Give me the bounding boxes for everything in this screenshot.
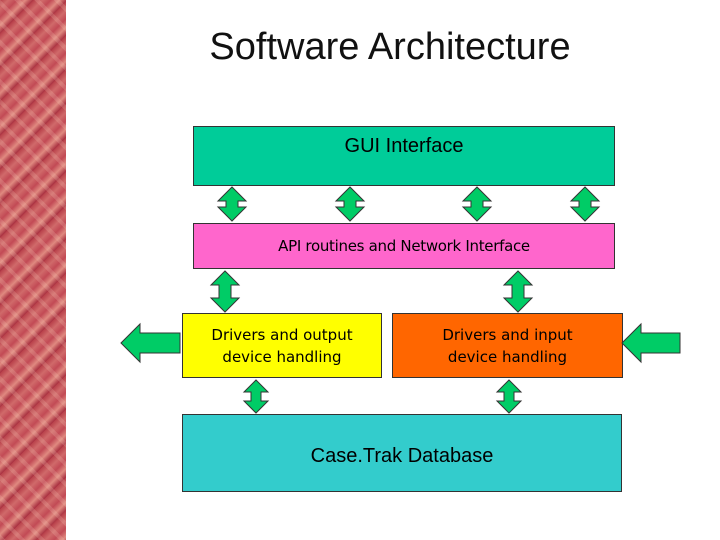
input-arrow-icon	[621, 322, 681, 364]
gui-interface-label: GUI Interface	[344, 135, 464, 157]
database-label: Case.Trak Database	[310, 445, 494, 467]
double-arrow-icon	[569, 186, 601, 222]
drivers-input-label: Drivers and input device handling	[442, 325, 573, 366]
double-arrow-icon	[334, 186, 366, 222]
decorative-side-strip	[0, 0, 66, 540]
slide-title: Software Architecture	[209, 26, 571, 68]
double-arrow-icon	[209, 270, 241, 313]
api-network-box: API routines and Network Interface	[193, 223, 615, 269]
double-arrow-icon	[461, 186, 493, 222]
output-arrow-icon	[120, 322, 181, 364]
drivers-output-label: Drivers and output device handling	[211, 325, 353, 366]
double-arrow-icon	[495, 379, 523, 414]
gui-interface-box: GUI Interface	[193, 126, 615, 186]
double-arrow-icon	[242, 379, 270, 414]
drivers-output-box: Drivers and output device handling	[182, 313, 382, 378]
database-box: Case.Trak Database	[182, 414, 622, 492]
drivers-input-box: Drivers and input device handling	[392, 313, 623, 378]
double-arrow-icon	[502, 270, 534, 313]
api-network-label: API routines and Network Interface	[278, 237, 530, 255]
double-arrow-icon	[216, 186, 248, 222]
